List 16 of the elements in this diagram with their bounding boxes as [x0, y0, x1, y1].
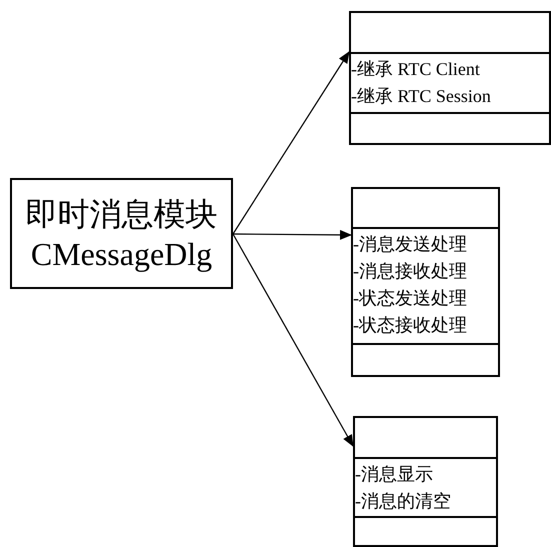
member-text: -状态接收处理	[353, 314, 468, 337]
member-text: -继承 RTC Client	[351, 58, 481, 81]
member-text: -状态发送处理	[353, 287, 468, 310]
member-text: -消息接收处理	[353, 260, 468, 283]
arrow	[232, 51, 350, 234]
class-box	[349, 11, 551, 145]
module-box	[10, 178, 233, 289]
arrow	[233, 230, 352, 240]
class-box	[353, 416, 498, 547]
member-text: -消息的清空	[355, 490, 452, 513]
member-text: -消息显示	[355, 463, 434, 486]
arrow	[232, 234, 354, 447]
member-text: -消息发送处理	[353, 233, 468, 256]
module-label: 即时消息模块 CMessageDlg	[24, 194, 218, 274]
class-box	[351, 187, 500, 377]
member-text: -继承 RTC Session	[351, 85, 492, 108]
